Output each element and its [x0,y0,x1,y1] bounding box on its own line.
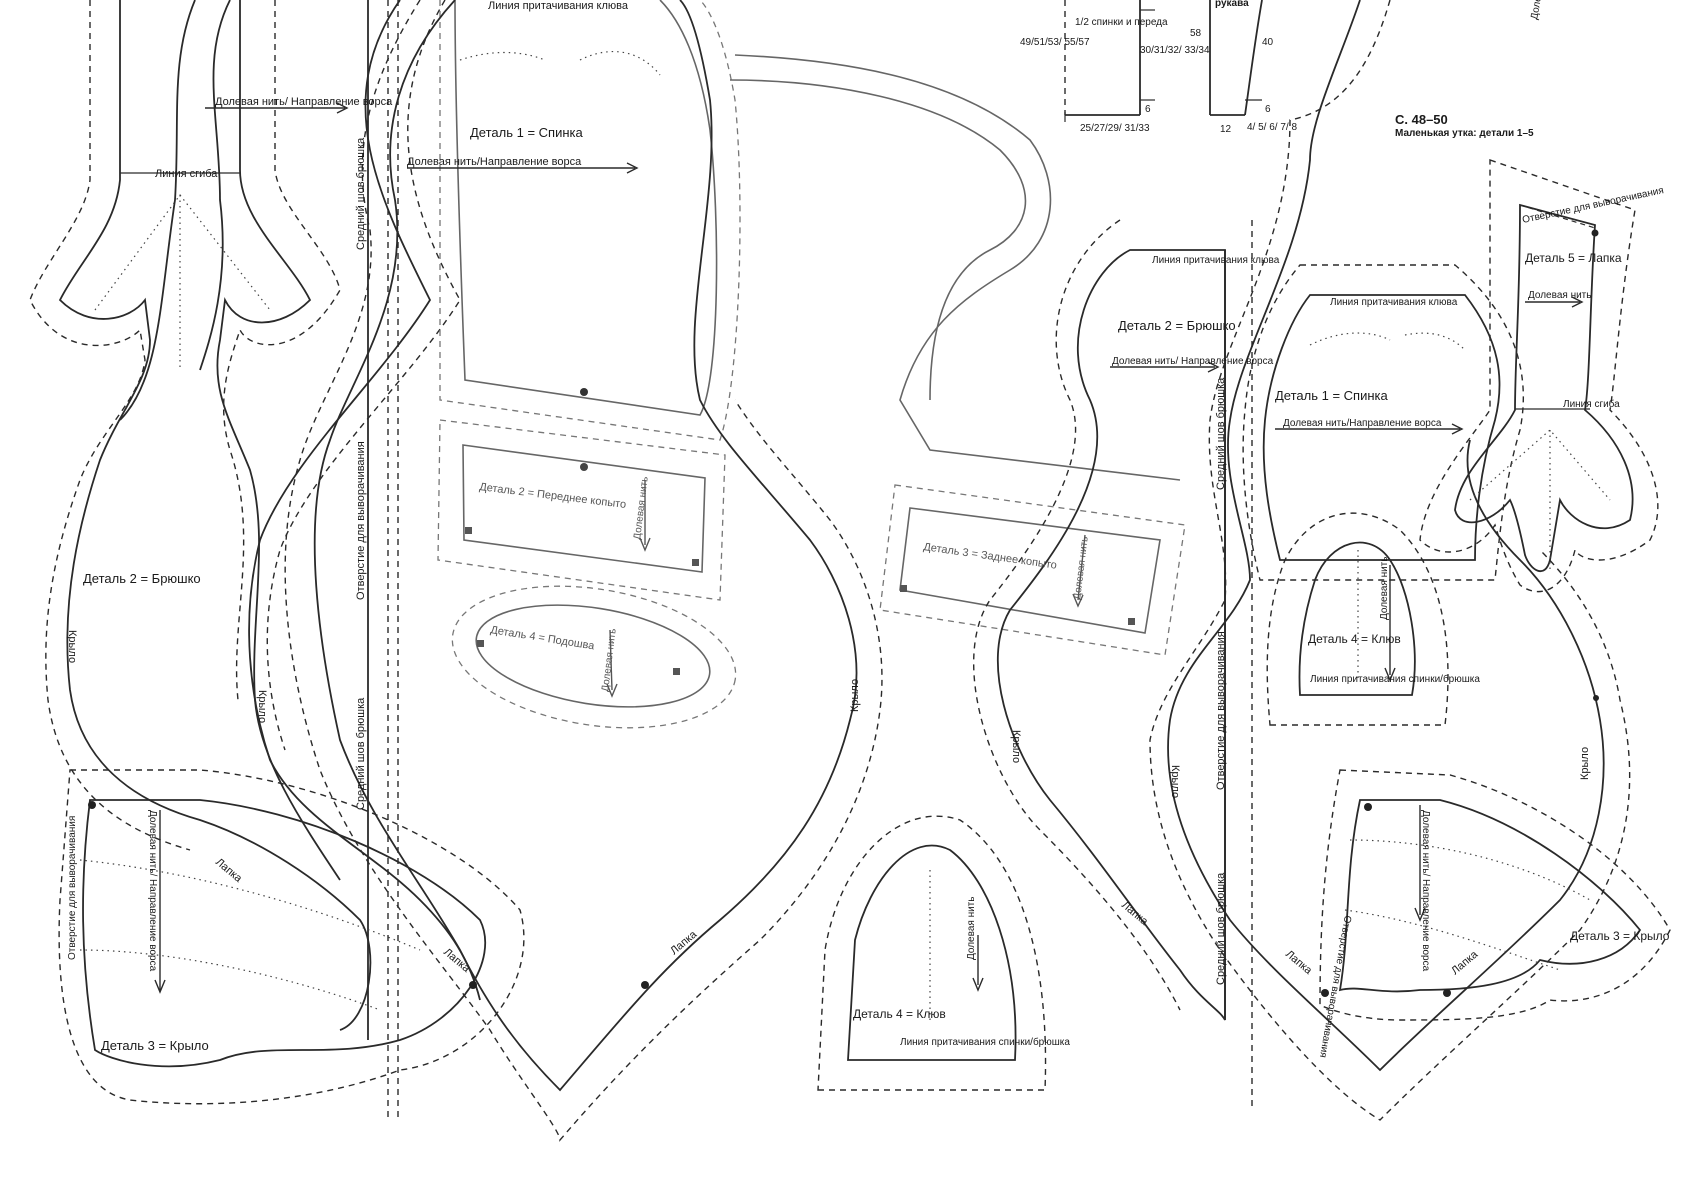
hoof-back-label: Деталь 3 = Заднее копыто [923,541,1058,572]
top-partial-label: Доле [1529,0,1544,21]
wing-label-r1b: Крыло [1169,765,1181,798]
back1-grain-arrowhead [626,162,639,174]
schematic-n12: 12 [1220,124,1232,135]
paw5-fold: Линия сгиба [1563,398,1620,410]
wing3-opening: Отверстие для выворачивания [67,816,78,960]
middle-seam-bottom: Средний шов брюшка [355,697,367,810]
schematic-n58: 58 [1190,28,1202,39]
paw5-grain: Долевая нить [1528,290,1591,301]
beak4-right: Деталь 4 = Клюв [1308,632,1401,646]
back1-right-grain: Долевая нить/Направление ворса [1283,418,1442,429]
piece-hoof-back [879,484,1186,656]
turn-opening-right: Отверстие для выворачивания [1215,631,1227,790]
piece-back1-center [439,0,741,441]
piece-deer-outline [729,54,1181,481]
schematic-half-label: 1/2 спинки и переда [1075,17,1168,28]
wing-label-c: Крыло [849,679,861,712]
schematic-sizes-small: 4/ 5/ 6/ 7/ 8 [1247,122,1297,133]
back1-right-beak: Линия притачивания клюва [1330,297,1458,308]
back1-grain: Долевая нить/Направление ворса [407,156,582,168]
marker-dots [88,229,1599,997]
wing3-right-grain: Долевая нить/ Направление ворса [1420,810,1431,972]
belly2-right: Деталь 2 = Брюшко [1118,318,1236,333]
back1-right: Деталь 1 = Спинка [1275,388,1388,403]
page-ref: С. 48–50 [1395,112,1448,127]
piece-back1-right [1242,264,1525,581]
piece-belly-left [29,0,372,1031]
wing-label-r2: Крыло [1579,747,1591,780]
wing3-left: Деталь 3 = Крыло [101,1038,209,1053]
piece-hoof-front [437,419,726,601]
piece-wing3-right [1319,769,1671,1021]
piece-wing3-left [58,769,525,1105]
back-curve-left [199,0,231,371]
piece-sole [451,585,737,729]
foot-left-grain: Долевая нить/ Направление ворса [215,96,393,108]
piece-beak4-right [1266,512,1449,726]
sole-label: Деталь 4 = Подошва [490,624,597,652]
back-curve-left2 [119,0,196,421]
belly2-left: Деталь 2 = Брюшко [83,571,201,586]
schematic-n6b: 6 [1265,104,1271,115]
piece-paw5-right [1419,159,1659,593]
wing3-right: Деталь 3 = Крыло [1570,929,1670,943]
beak4-center-grain: Долевая нить [966,897,977,960]
middle-seam-right: Средний шов брюшка [1215,377,1227,490]
beak4-center-line: Линия притачивания спинки/брюшка [900,1036,1070,1048]
foot-left-arrowhead [336,102,349,114]
paw5-title: Деталь 5 = Лапка [1525,251,1622,265]
belly2-right-grain: Долевая нить/ Направление ворса [1112,356,1274,367]
middle-seam-top: Средний шов брюшка [355,137,367,250]
schematic-sizes-right: 30/31/32/ 33/34 [1140,45,1210,56]
beak4-center: Деталь 4 = Клюв [853,1007,946,1021]
piece-belly-right [972,219,1253,1110]
piece-beak4-center [817,815,1047,1091]
hoof-front-grain: Долевая нить [632,476,651,540]
middle-seam-right2: Средний шов брюшка [1215,872,1227,985]
paw-label-r3: Лапка [1449,948,1481,977]
sole-grain: Долевая нить [600,628,619,692]
wing-label-l2: Крыло [256,690,268,723]
piece-belly-center [284,0,883,1142]
wing-label-l1: Крыло [66,630,78,663]
paw-label-l1: Лапка [213,856,245,885]
wing3-right-opening: Отверстие для выворачивания [1317,914,1353,1058]
hoof-front-label: Деталь 2 = Переднее копыто [479,481,627,511]
schematic-drawing [1064,0,1263,122]
paw-label-r2: Лапка [1283,948,1315,977]
top-beak-line: Линия притачивания клюва [488,0,629,12]
schematic-sleeve: рукава [1215,0,1249,9]
paw5-opening: Отверстие для выворачивания [1521,185,1664,226]
schematic-n6a: 6 [1145,104,1151,115]
belly2-right-beak: Линия притачивания клюва [1152,255,1280,266]
schematic-sizes-left: 49/51/53/ 55/57 [1020,37,1090,48]
fold-left: Линия сгиба [155,168,218,180]
schematic-sizes-bottom: 25/27/29/ 31/33 [1080,123,1150,134]
turn-opening-left: Отверстие для выворачивания [355,441,367,600]
piece-belly-detail2-left [248,0,481,1001]
wing3-grain: Долевая нить/ Направление ворса [147,810,158,972]
schematic-n40: 40 [1262,37,1274,48]
page-subtitle: Маленькая утка: детали 1–5 [1395,128,1534,139]
beak4-right-line: Линия притачивания спинки/брюшка [1310,673,1480,685]
beak4-right-grain: Долевая нить [1379,557,1390,620]
wing-label-r1: Крыло [1010,730,1022,763]
back1-title: Деталь 1 = Спинка [470,125,583,140]
hoof-back-grain: Долевая нить [1072,536,1091,600]
